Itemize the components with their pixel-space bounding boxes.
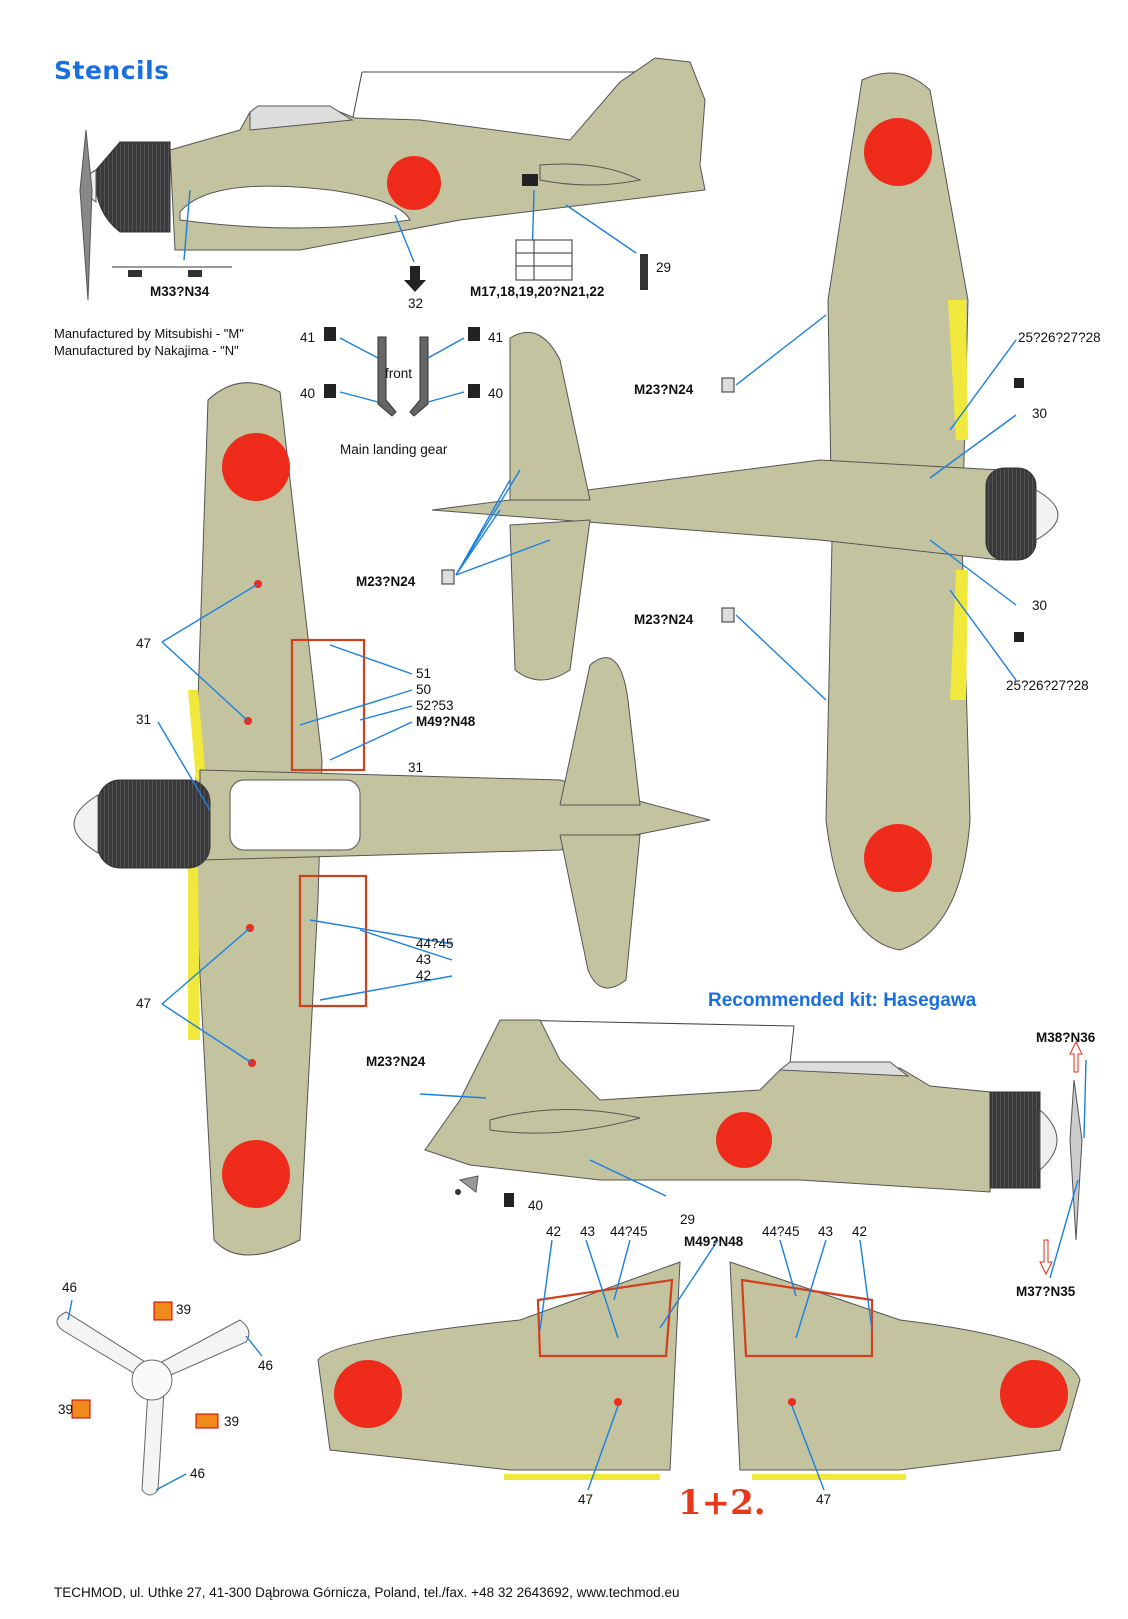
side-view-bottom [419,1019,1087,1279]
hinomaru-bottom-lower [864,824,932,892]
callout-prop-39-b: 39 [58,1402,74,1417]
callout-wing-42-left: 42 [546,1224,562,1239]
recommended-kit: Recommended kit: Hasegawa [708,990,977,1011]
callout-29-side: 29 [680,1212,696,1227]
hinomaru-wing-right [1000,1360,1068,1428]
hinomaru-wing-left [334,1360,402,1428]
callout-m49n48-top: M49?N48 [416,714,476,729]
wing-panels [317,1239,1081,1491]
callout-m23n24-c: M23?N24 [634,612,694,627]
bottom-plan-view [431,72,1059,951]
callout-wing-44-left: 44?45 [610,1224,648,1239]
callout-m17: M17,18,19,20?N21,22 [470,284,605,299]
callout-wing-47-left: 47 [578,1492,594,1507]
callout-m33n34: M33?N34 [150,284,210,299]
callout-wing-43-left: 43 [580,1224,596,1239]
callout-m23n24-a: M23?N24 [634,382,694,397]
callout-m23n24-b: M23?N24 [356,574,416,589]
callout-m37n35: M37?N35 [1016,1284,1076,1299]
publisher-footer: TECHMOD, ul. Uthke 27, 41-300 Dąbrowa Gó… [54,1585,680,1600]
manufacturer-note: Manufactured by Mitsubishi - "M" Manufac… [54,325,244,359]
callout-wing-m49n48: M49?N48 [684,1234,744,1249]
callout-gear-41-right: 41 [488,330,504,345]
sheet-title: Stencils [54,56,170,85]
callout-wing-42-right: 42 [852,1224,868,1239]
callout-44-45: 44?45 [416,936,454,951]
gear-front-label: front [385,366,413,381]
callout-wing-43-right: 43 [818,1224,834,1239]
callout-prop-39-c: 39 [224,1414,240,1429]
top-plan-view [73,382,711,1256]
callout-43: 43 [416,952,432,967]
side-view-top [79,57,706,301]
callout-30-b: 30 [1032,598,1048,613]
callout-52-53: 52?53 [416,698,454,713]
hinomaru-bottom-top [864,118,932,186]
callout-51: 51 [416,666,432,681]
callout-gear-41-left: 41 [300,330,316,345]
callout-31-b: 31 [408,760,424,775]
hinomaru-top-lower [222,1140,290,1208]
callout-wing-47-right: 47 [816,1492,832,1507]
callout-40-side: 40 [528,1198,544,1213]
landing-gear-diagram [324,327,480,417]
gear-caption: Main landing gear [340,442,448,457]
callout-prop-39-a: 39 [176,1302,192,1317]
callout-m38n36: M38?N36 [1036,1030,1096,1045]
callout-prop-46-c: 46 [190,1466,206,1481]
callout-29-top: 29 [656,260,672,275]
callout-m23n24-side: M23?N24 [366,1054,426,1069]
callout-47-b: 47 [136,996,152,1011]
callout-wing-44-right: 44?45 [762,1224,800,1239]
callout-25-b: 25?26?27?28 [1006,678,1089,693]
hinomaru-side-top [387,156,441,210]
callout-prop-46-b: 46 [258,1358,274,1373]
callout-25-a: 25?26?27?28 [1018,330,1101,345]
hinomaru-side-bottom [716,1112,772,1168]
hinomaru-top-upper [222,433,290,501]
callout-32: 32 [408,296,424,311]
callout-prop-46-a: 46 [62,1280,78,1295]
callout-gear-40-left: 40 [300,386,316,401]
callout-30-a: 30 [1032,406,1048,421]
stencil-block [522,174,538,186]
manufacturer-nakajima: Manufactured by Nakajima - "N" [54,343,239,358]
callout-42: 42 [416,968,432,983]
propeller-diagram [56,1299,263,1496]
callout-50: 50 [416,682,432,697]
manufacturer-mitsubishi: Manufactured by Mitsubishi - "M" [54,326,244,341]
marking-number: 1+2. [678,1483,766,1523]
callout-47-a: 47 [136,636,152,651]
callout-gear-40-right: 40 [488,386,504,401]
callout-31-a: 31 [136,712,152,727]
